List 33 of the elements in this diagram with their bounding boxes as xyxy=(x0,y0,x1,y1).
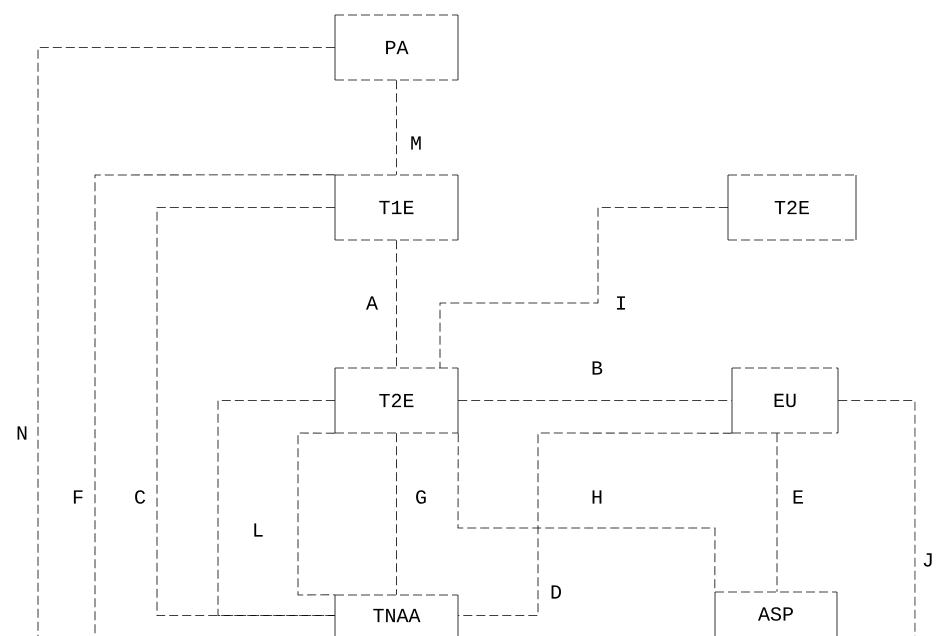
edge-label: C xyxy=(133,489,147,505)
labeled-box: PA xyxy=(334,14,458,80)
connector-line xyxy=(396,80,397,176)
connector-line xyxy=(396,240,397,368)
labeled-box: ASP xyxy=(714,592,838,636)
connector-line xyxy=(156,207,336,616)
edge-label: E xyxy=(791,489,805,505)
connector-line xyxy=(38,47,336,636)
connector-line xyxy=(298,432,336,596)
connector-line xyxy=(396,432,397,596)
connector-line xyxy=(218,400,336,616)
edge-label: F xyxy=(71,489,85,505)
edge-label: H xyxy=(590,489,604,505)
labeled-box: EU xyxy=(732,368,838,434)
labeled-box: T1E xyxy=(334,174,458,240)
connector-line xyxy=(838,400,916,636)
edge-label: I xyxy=(614,295,628,311)
edge-label: L xyxy=(251,522,265,538)
edge-label: D xyxy=(549,584,563,600)
edge-label: B xyxy=(590,360,604,376)
connector-line xyxy=(440,207,728,368)
edge-label: N xyxy=(15,425,29,441)
connector-line xyxy=(458,432,732,616)
labeled-box: TNAA xyxy=(334,594,458,636)
labeled-box: T2E xyxy=(728,174,856,240)
connector-line xyxy=(458,400,732,401)
edge-label: M xyxy=(409,135,423,151)
labeled-box: T2E xyxy=(334,368,458,434)
connector-line xyxy=(94,174,336,636)
edge-label: J xyxy=(921,552,935,568)
edge-label: G xyxy=(414,489,428,505)
connector-line xyxy=(776,432,778,592)
edge-label: A xyxy=(365,295,379,311)
